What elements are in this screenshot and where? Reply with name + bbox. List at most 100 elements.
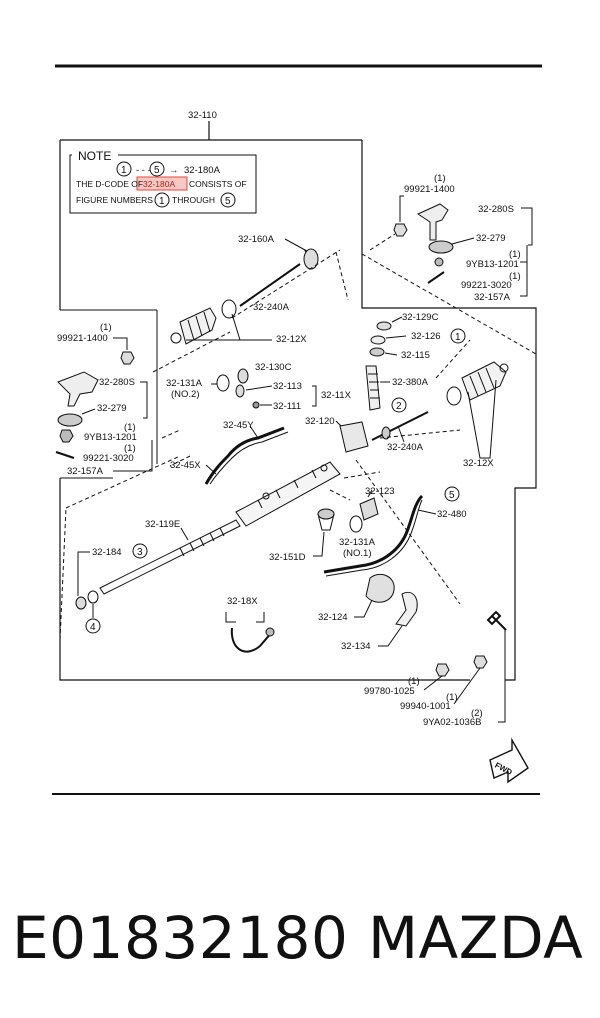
note-dash: - - - [136,165,151,176]
label-32-129C: 32-129C [402,312,439,323]
note-title: NOTE [78,149,111,163]
note-line1-highlight: 32-180A [143,179,175,189]
note-arrow: → [169,165,179,176]
rack-group: 32-119E 3 32-184 4 [75,519,241,634]
label-32-11X: 32-11X [321,390,352,401]
label-32-123: 32-123 [365,486,395,497]
left-boot-rod-group: 32-160A 32-240A 32-12X [170,234,349,345]
label-32-119E: 32-119E [145,519,180,530]
label-32-120: 32-120 [305,416,335,427]
pipe-45Y [204,426,285,485]
mount-bushing [365,574,395,603]
label-32-45Y: 32-45Y [223,420,254,431]
label-32-280S-right: 32-280S [478,204,514,215]
nut-icon [393,223,408,237]
label-q1-f: (1) [124,443,136,454]
label-32-111: 32-111 [273,401,301,412]
rack-housing [235,461,341,527]
mount-bracket [395,592,418,627]
label-32-280S-left: 32-280S [99,377,135,388]
label-32-131A-no1: 32-131A [339,537,376,548]
rack-housing-group: 32-45Y 32-45X [59,420,341,641]
callout-4: 4 [90,622,96,633]
callout-1: 1 [455,332,461,343]
boot-left [179,307,217,345]
label-q2: (2) [471,708,483,719]
label-32-126: 32-126 [411,331,441,342]
label-32-160A: 32-160A [238,234,275,245]
label-32-124: 32-124 [318,612,348,623]
label-99780-1025: 99780-1025 [364,686,415,697]
label-32-45X: 32-45X [170,460,201,471]
label-99221-3020-right: 99221-3020 [461,280,512,291]
brand-caption: MAZDA [368,904,584,972]
label-32-279-right: 32-279 [476,233,506,244]
assembly-ref-label: 32-110 [188,110,217,121]
label-9YB13-1201-left: 9YB13-1201 [84,432,137,443]
label-no1: (NO.1) [343,548,372,559]
rack-bar [99,519,241,595]
label-9YB13-1201-right: 9YB13-1201 [466,259,519,270]
label-32-240A-left: 32-240A [253,302,290,313]
bolt-icon [486,610,507,631]
label-9YA02-1036B: 9YA02-1036B [423,717,481,728]
note-line1-prefix: THE D-CODE OF [76,179,143,189]
note-line2-mid: THROUGH [172,195,215,205]
callout-2: 2 [396,401,402,412]
note-line2-prefix: FIGURE NUMBERS [76,195,153,205]
part-number-caption: E01832180 [12,904,349,972]
fwd-arrow-icon: FWD [489,737,529,784]
label-99921-1400-left: 99921-1400 [57,333,108,344]
label-q1-g: (1) [408,676,420,687]
label-32-12X-left: 32-12X [276,334,307,345]
assembly-outline [59,121,537,681]
label-32-113: 32-113 [273,381,302,392]
label-99940-1001: 99940-1001 [400,701,451,712]
right-tie-rod-end-group: (1) 99921-1400 32-280S 32-279 (1) 9YB13-… [361,173,537,355]
nut-icon-left [120,351,135,365]
callout-3: 3 [137,547,143,558]
label-32-151D: 32-151D [269,552,306,563]
yoke-spring [359,497,379,521]
label-no2: (NO.2) [171,389,200,400]
tie-rod-end-left [57,371,99,407]
label-32-279-left: 32-279 [97,403,127,414]
label-q1-a: (1) [434,173,446,184]
mounting-group: 32-18X 32-124 32-134 (1) 99780-1025 (1) … [225,574,507,728]
label-99921-1400-right: 99921-1400 [404,184,455,195]
label-32-134: 32-134 [341,641,371,652]
note-circle-end: 5 [154,165,160,176]
label-32-184: 32-184 [92,547,122,558]
tie-rod-end-right [416,203,449,241]
tie-rod-right [371,411,429,441]
callout-5: 5 [449,490,455,501]
label-32-131A-no2: 32-131A [166,378,203,389]
label-32-12X-right: 32-12X [463,458,494,469]
label-32-130C: 32-130C [255,362,292,373]
label-32-157A-left: 32-157A [67,466,104,477]
label-32-157A-right: 32-157A [474,292,511,303]
label-q1-d: (1) [100,322,112,333]
note-line2-from: 1 [159,196,165,207]
label-32-480: 32-480 [437,509,467,520]
rack-support-group: 32-123 5 32-480 32-131A (NO.1) 32-151D [269,459,467,605]
label-32-380A: 32-380A [392,377,429,388]
pipe-480 [323,494,424,574]
note-box: NOTE 1 - - - 5 → 32-180A THE D-CODE OF 3… [69,149,257,214]
note-line2-to: 5 [225,196,231,207]
right-boot-group: 32-240A 32-12X [371,339,509,469]
label-99221-3020-left: 99221-3020 [83,453,134,464]
label-q1-c: (1) [509,271,521,282]
pinion-valve-group: 32-129C 32-126 1 32-115 32-130C 32-131A … [166,312,466,453]
note-circle-start: 1 [121,165,127,176]
label-32-18X: 32-18X [227,596,258,607]
label-q1-h: (1) [446,692,458,703]
label-32-240A-right: 32-240A [387,442,424,453]
left-tie-rod-end-group: (1) 99921-1400 32-280S 32-279 (1) 9YB13-… [55,309,231,479]
highlight-box [136,176,188,191]
gear-housing [339,421,369,453]
note-map-target: 32-180A [184,165,221,176]
pinion-shaft [365,365,381,411]
band-clamp [230,627,273,653]
